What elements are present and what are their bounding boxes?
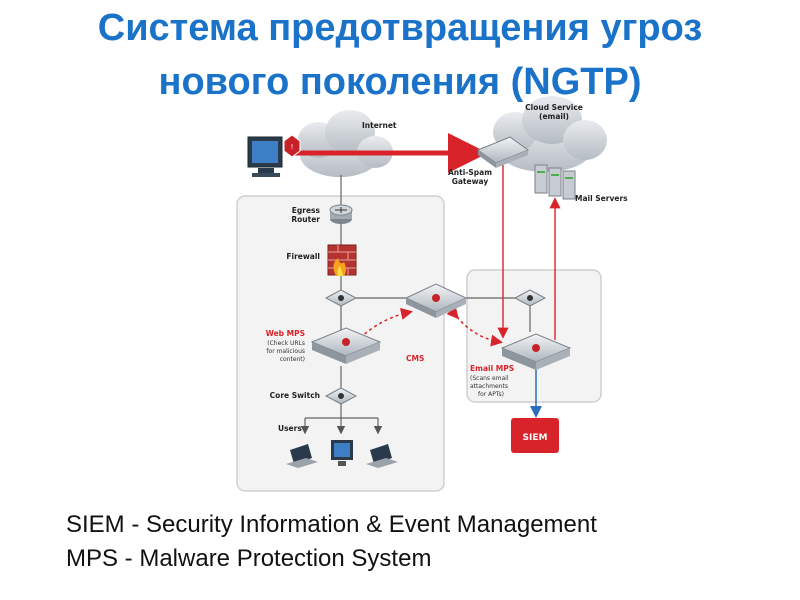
user-laptop-1-icon	[286, 444, 318, 468]
web-mps-label: Web MPS	[266, 329, 305, 338]
firewall-icon	[327, 244, 357, 276]
distribution-switch-right-icon	[513, 289, 547, 307]
core-switch-icon	[324, 387, 358, 405]
web-mps-note-3: content)	[280, 356, 305, 363]
svg-text:!: !	[291, 143, 294, 151]
external-attacker-monitor-icon: !	[247, 134, 301, 177]
legend-siem-definition: SIEM - Security Information & Event Mana…	[66, 511, 597, 538]
internet-label: Internet	[362, 121, 397, 130]
egress-router-icon	[329, 204, 353, 224]
email-mps-label: Email MPS	[470, 364, 514, 373]
cms-label: CMS	[406, 354, 424, 363]
email-mps-note-3: for APTs)	[478, 391, 504, 398]
cloud-service-label-1: Cloud Service	[525, 103, 583, 112]
anti-spam-label-1: Anti-Spam	[448, 168, 492, 177]
email-mps-note-1: (Scans email	[470, 375, 509, 382]
cms-management-links	[349, 306, 503, 349]
firewall-label: Firewall	[286, 252, 320, 261]
web-mps-note-2: for malicious	[266, 348, 305, 355]
mail-servers-label: Mail Servers	[575, 194, 628, 203]
anti-spam-label-2: Gateway	[452, 177, 489, 186]
web-mps-note-1: (Check URLs	[267, 340, 305, 347]
web-mps-appliance-icon	[310, 327, 382, 364]
email-mps-note-2: attachments	[470, 383, 508, 390]
slide-title-line-2: нового поколения (NGTP)	[158, 61, 642, 103]
network-links	[300, 175, 531, 435]
email-flow-links	[293, 133, 561, 340]
slide-title-line-1: Система предотвращения угроз	[97, 7, 703, 49]
siem-box: SIEM	[511, 418, 559, 453]
legend-mps-definition: MPS - Malware Protection System	[66, 545, 432, 572]
cms-appliance-icon	[404, 283, 468, 318]
egress-router-label-1: Egress	[292, 206, 321, 215]
egress-router-label-2: Router	[291, 215, 320, 224]
mail-servers-icon	[534, 164, 576, 200]
email-mps-appliance-icon	[500, 333, 572, 370]
anti-spam-gateway-icon	[476, 136, 530, 168]
distribution-switch-left-icon	[324, 289, 358, 307]
user-desktop-icon	[331, 440, 353, 466]
core-switch-label: Core Switch	[270, 391, 320, 400]
user-laptop-2-icon	[366, 444, 398, 468]
cloud-service-label-2: (email)	[539, 112, 569, 121]
users-label: Users	[278, 424, 302, 433]
siem-label: SIEM	[523, 433, 548, 443]
